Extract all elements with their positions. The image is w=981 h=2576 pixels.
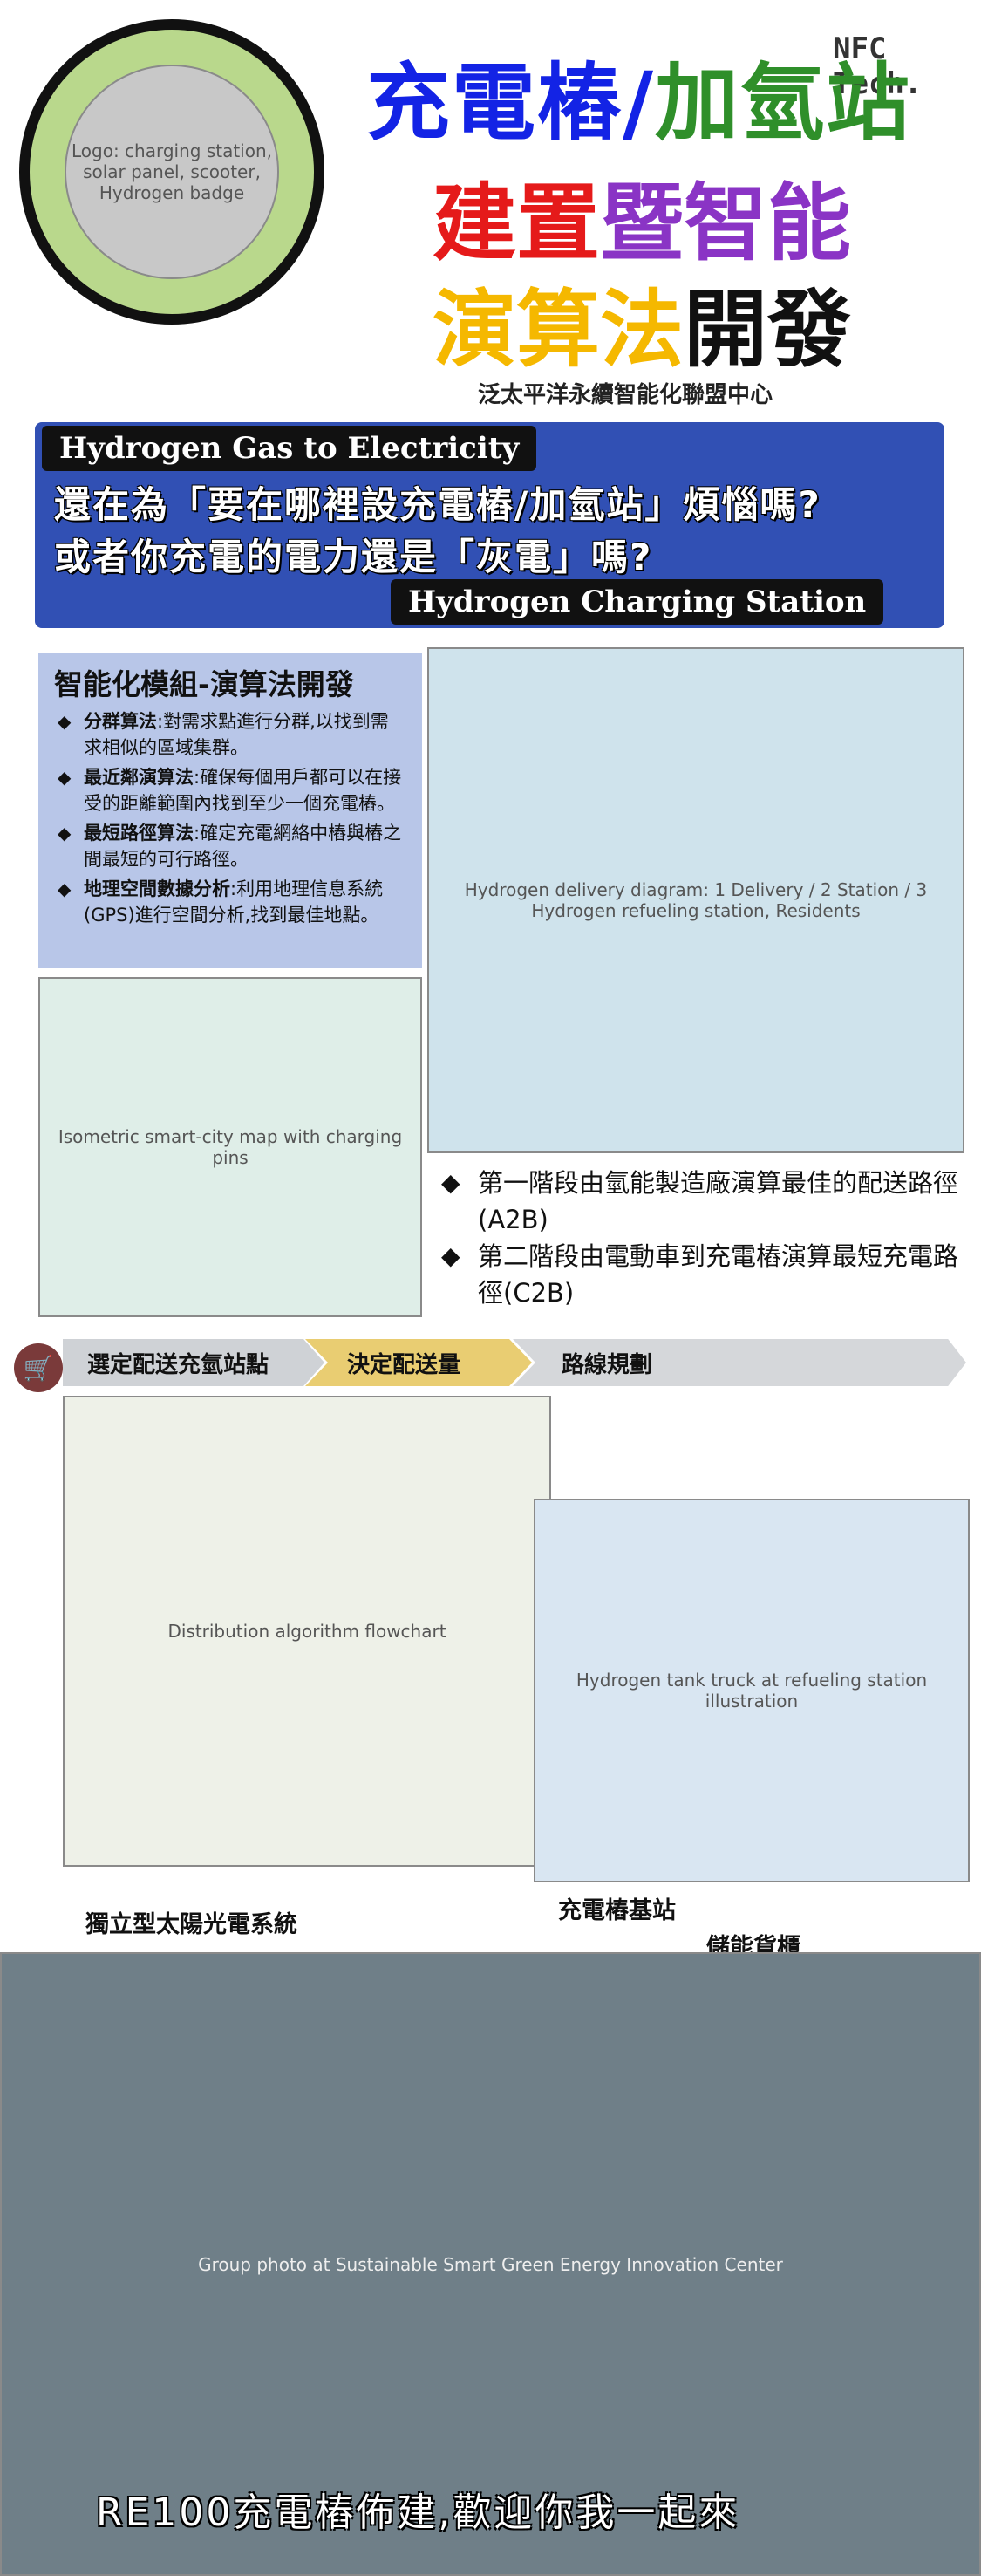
algorithm-term: 最短路徑算法 xyxy=(84,823,194,844)
algorithm-term: 分群算法 xyxy=(84,711,157,732)
list-item: 第二階段由電動車到充電樁演算最短充電路徑(C2B) xyxy=(436,1238,959,1311)
banner-pill-top: Hydrogen Gas to Electricity xyxy=(42,426,537,471)
logo-badge: Logo: charging station, solar panel, sco… xyxy=(19,19,324,325)
list-item: 分群算法:對需求點進行分群,以找到需求相似的區域集群。 xyxy=(54,708,406,761)
title-line-3-part-a: 演算法 xyxy=(433,281,684,379)
list-item: 地理空間數據分析:利用地理信息系統(GPS)進行空間分析,找到最佳地點。 xyxy=(54,876,406,928)
list-item: 最短路徑算法:確定充電網絡中樁與樁之間最短的可行路徑。 xyxy=(54,820,406,872)
algorithm-list: 分群算法:對需求點進行分群,以找到需求相似的區域集群。 最近鄰演算法:確保每個用… xyxy=(54,708,406,928)
algorithm-desc: :確定充電網絡中樁與樁之間最短的可行路徑。 xyxy=(84,823,402,870)
algorithm-title: 智能化模組-演算法開發 xyxy=(54,667,354,701)
logo-image-placeholder: Logo: charging station, solar panel, sco… xyxy=(65,65,279,279)
algorithm-desc: :確保每個用戶都可以在接受的距離範圍內找到至少一個充電樁。 xyxy=(84,767,402,814)
title-line-2: 建置暨智能 xyxy=(433,181,851,265)
stage-list: 第一階段由氫能製造廠演算最佳的配送路徑(A2B) 第二階段由電動車到充電樁演算最… xyxy=(436,1165,959,1311)
process-step-quantity: 決定配送量 xyxy=(305,1339,532,1386)
label-solar-system: 獨立型太陽光電系統 xyxy=(85,1911,297,1938)
list-item: 最近鄰演算法:確保每個用戶都可以在接受的距離範圍內找到至少一個充電樁。 xyxy=(54,764,406,817)
label-charger-station: 充電樁基站 xyxy=(558,1897,676,1924)
process-step-select: 選定配送充氫站點 xyxy=(63,1339,324,1386)
algorithm-desc: :對需求點進行分群,以找到需求相似的區域集群。 xyxy=(84,711,389,758)
title-line-3: 演算法開發 xyxy=(433,288,851,372)
algorithm-term: 地理空間數據分析 xyxy=(84,878,230,899)
algorithm-term: 最近鄰演算法 xyxy=(84,767,194,788)
hydrogen-delivery-diagram: Hydrogen delivery diagram: 1 Delivery / … xyxy=(427,647,964,1153)
title-line-1: 充電樁/加氫站 xyxy=(366,61,911,145)
bottom-caption: RE100充電樁佈建,歡迎你我一起來 xyxy=(96,2491,740,2535)
title-line-2-part-a: 建置 xyxy=(433,174,600,272)
banner-question-1: 還在為「要在哪裡設充電樁/加氫站」煩惱嗎? xyxy=(54,483,821,526)
process-step-route: 路線規劃 xyxy=(513,1339,966,1386)
distribution-flowchart: Distribution algorithm flowchart xyxy=(63,1396,551,1867)
list-item: 第一階段由氫能製造廠演算最佳的配送路徑(A2B) xyxy=(436,1165,959,1238)
algorithm-panel: 智能化模組-演算法開發 分群算法:對需求點進行分群,以找到需求相似的區域集群。 … xyxy=(38,653,422,968)
banner-question-2: 或者你充電的電力還是「灰電」嗎? xyxy=(54,536,653,578)
group-photo: Group photo at Sustainable Smart Green E… xyxy=(0,1952,981,2576)
title-line-3-part-b: 開發 xyxy=(684,281,851,379)
city-map-illustration: Isometric smart-city map with charging p… xyxy=(38,977,422,1317)
cart-icon: 🛒 xyxy=(14,1343,63,1392)
title-line-2-part-b: 暨智能 xyxy=(600,174,851,272)
hydrogen-station-illustration: Hydrogen tank truck at refueling station… xyxy=(534,1499,970,1882)
brand-label: NFC Tech. xyxy=(833,31,923,101)
organization-name: 泛太平洋永續智能化聯盟中心 xyxy=(478,382,773,408)
title-line-1-part-a: 充電樁/ xyxy=(366,54,656,152)
algorithm-desc: :利用地理信息系統(GPS)進行空間分析,找到最佳地點。 xyxy=(84,878,384,926)
title-line-1-part-b: 加氫站 xyxy=(655,54,912,152)
banner-pill-bottom: Hydrogen Charging Station xyxy=(391,579,884,625)
